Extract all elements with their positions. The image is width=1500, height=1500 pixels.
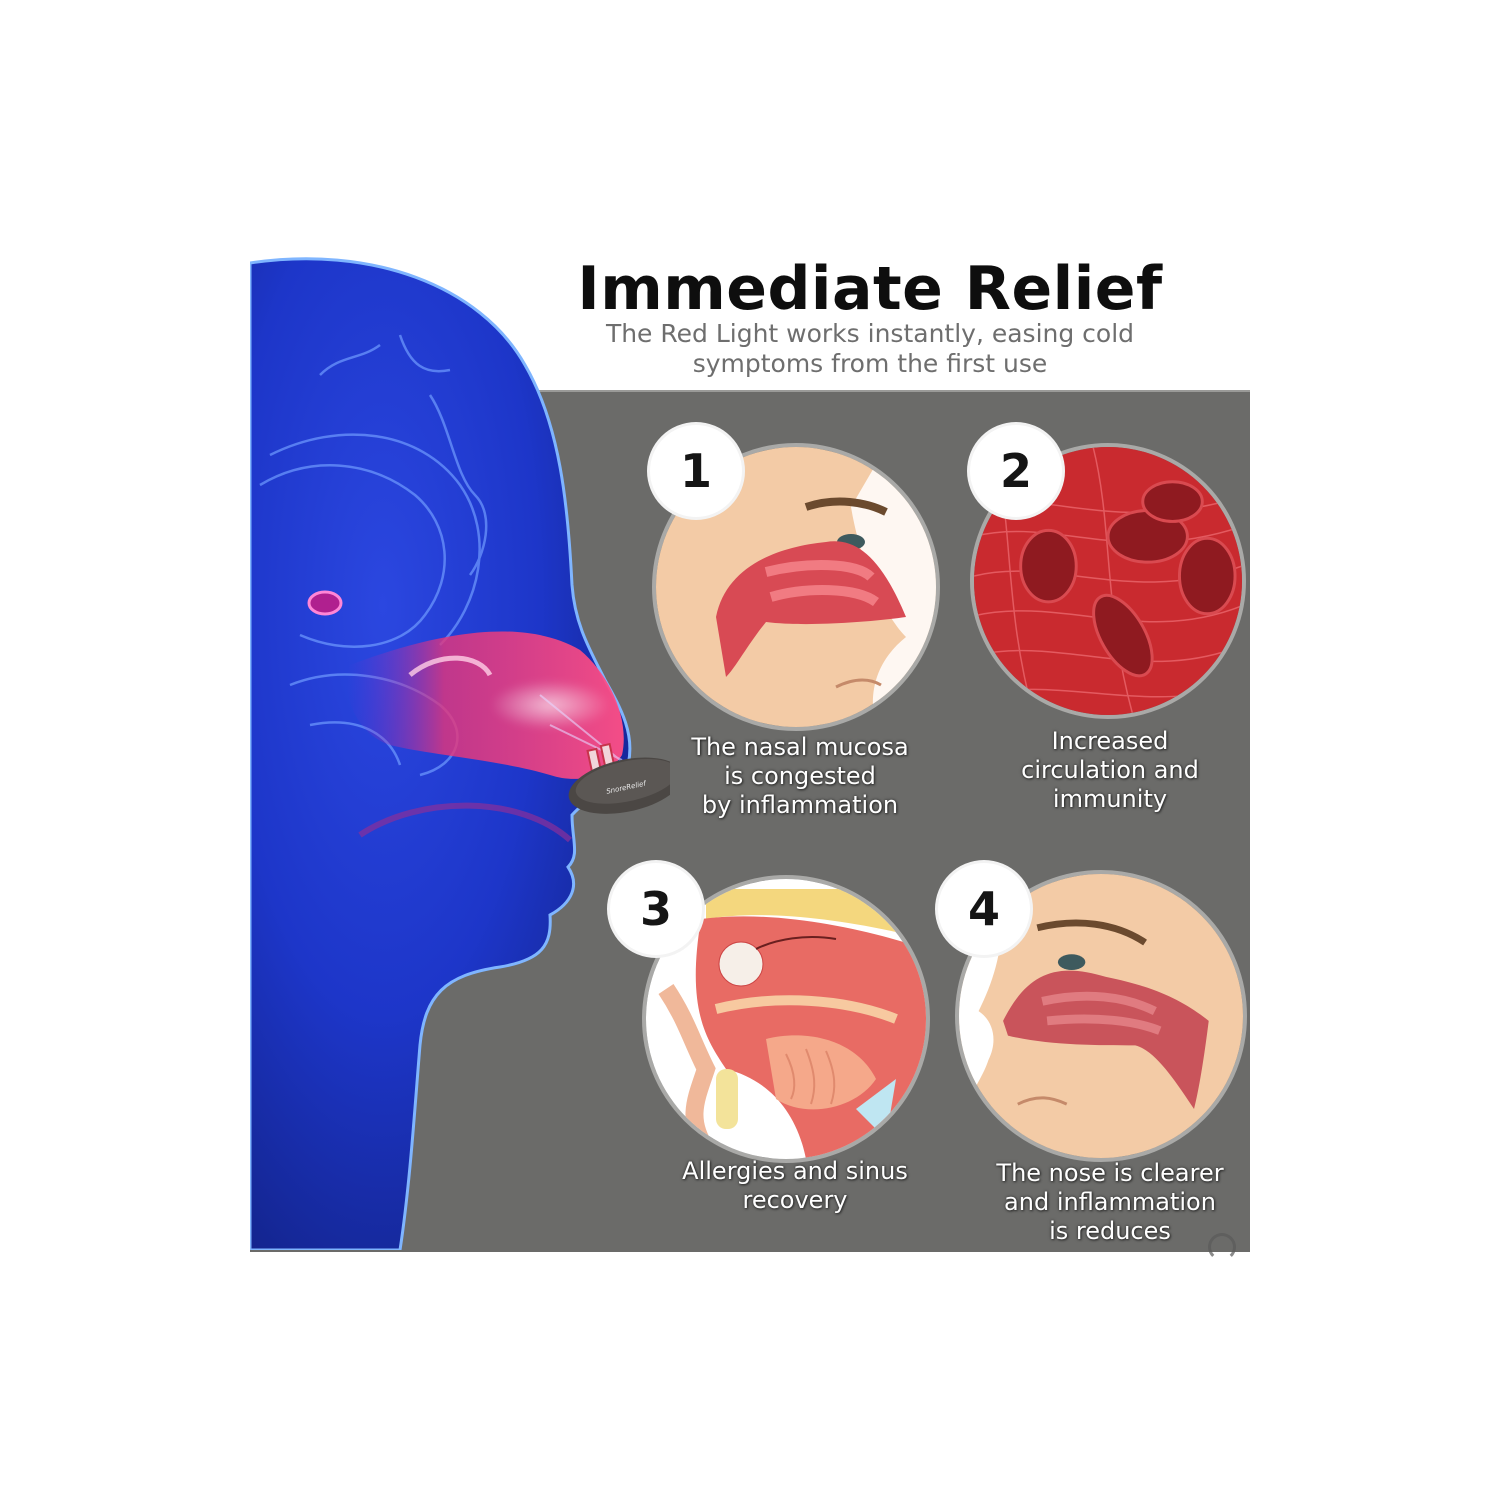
step-number-badge: 1	[650, 425, 742, 517]
step-caption: Allergies and sinus recovery	[682, 1157, 908, 1214]
congested-nose-image	[652, 443, 940, 731]
nasal-device: SnoreRelief	[568, 742, 670, 814]
step-caption: The nose is clearer and inflammation is …	[996, 1159, 1224, 1245]
zoom-watermark-icon	[1208, 1233, 1236, 1261]
subtitle-line-2: symptoms from the first use	[692, 349, 1048, 378]
head-profile-illustration: SnoreRelief	[250, 257, 670, 1250]
step-caption: The nasal mucosa is congested by inflamm…	[691, 733, 909, 819]
infographic: SnoreRelief Immediate Relief The Red Lig…	[250, 254, 1250, 1261]
subtitle-line-1: The Red Light works instantly, easing co…	[605, 319, 1135, 348]
page-title: Immediate Relief	[577, 254, 1163, 324]
page-subtitle: The Red Light works instantly, easing co…	[550, 319, 1190, 379]
step-caption: Increased circulation and immunity	[1021, 727, 1199, 813]
step-number-badge: 2	[970, 425, 1062, 517]
step-number-badge: 3	[610, 863, 702, 955]
step-number-badge: 4	[938, 863, 1030, 955]
